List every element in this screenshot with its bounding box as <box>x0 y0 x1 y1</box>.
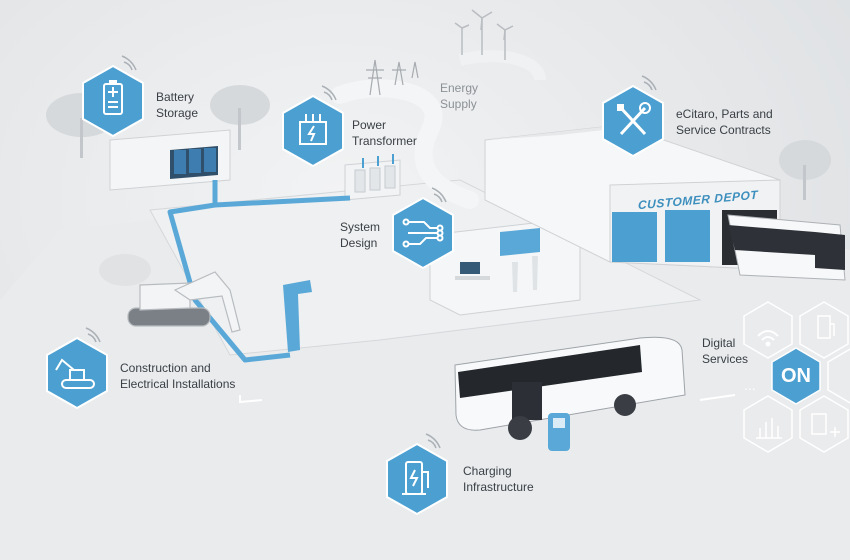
construction-label: Construction and Electrical Installation… <box>120 361 236 391</box>
power-pylons <box>366 59 419 96</box>
excavator <box>127 271 241 333</box>
bus-charger <box>548 413 570 451</box>
ecitaro-label: eCitaro, Parts and Service Contracts <box>676 107 773 137</box>
battery-node[interactable] <box>80 64 146 138</box>
ellipsis-text: ... <box>744 377 756 393</box>
depot-charger <box>283 280 312 352</box>
charging-node[interactable] <box>384 442 450 516</box>
tools-icon <box>602 84 664 158</box>
on-text: ON <box>781 365 811 387</box>
ecitaro-node[interactable] <box>600 84 666 158</box>
hex-cluster-icon: ON ... <box>743 301 850 453</box>
battery-icon <box>82 64 144 138</box>
transformer-building <box>344 154 401 201</box>
circuit-icon <box>392 196 454 270</box>
charging-label: Charging Infrastructure <box>463 464 534 494</box>
system-design-node[interactable] <box>390 196 456 270</box>
charging-station-icon <box>386 442 448 516</box>
transformer-icon <box>282 94 344 168</box>
system-design-label: System Design <box>340 220 381 250</box>
energy-label: Energy Supply <box>440 81 479 111</box>
wifi-icon <box>757 330 779 347</box>
battery-label: Battery Storage <box>156 90 199 120</box>
transformer-node[interactable] <box>280 94 346 168</box>
chart-icon <box>756 418 782 439</box>
cable-trench <box>167 180 351 363</box>
electric-bus <box>454 336 686 440</box>
transformer-label: Power Transformer <box>352 118 417 148</box>
plug-icon <box>811 413 840 437</box>
system-design-room <box>429 219 581 316</box>
digital-label: Digital Services <box>702 336 749 366</box>
battery-building <box>109 129 231 191</box>
excavator-icon <box>46 336 108 410</box>
charger-app-icon <box>817 315 835 339</box>
wind-turbines <box>454 9 514 60</box>
construction-node[interactable] <box>44 336 110 410</box>
